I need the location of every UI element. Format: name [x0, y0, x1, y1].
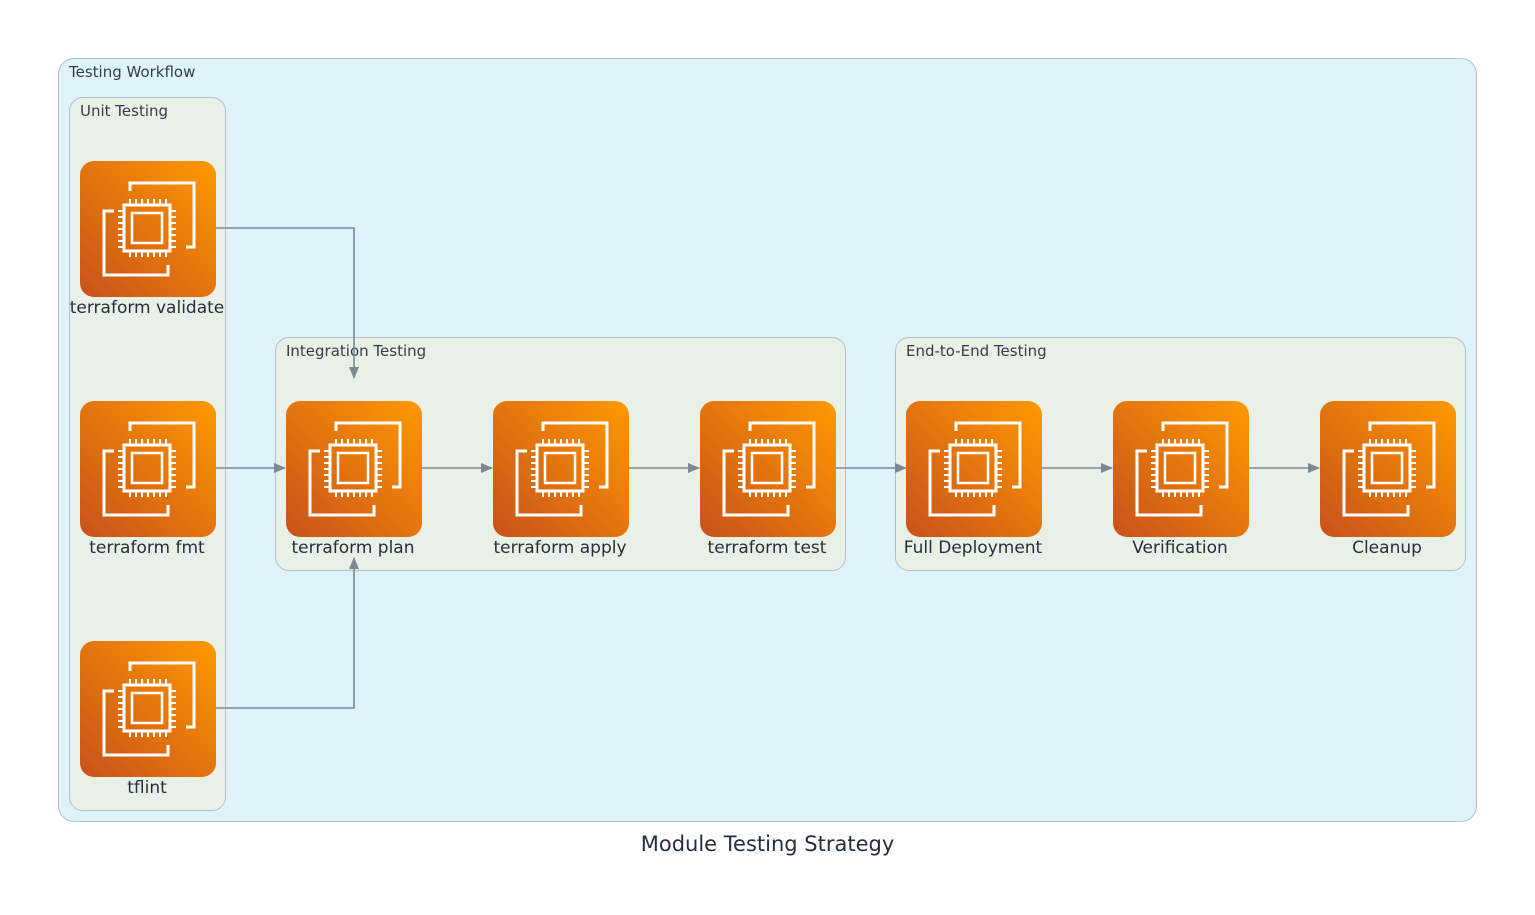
cluster-label-e2e-testing: End-to-End Testing [906, 342, 1047, 360]
node-label-terraform-validate: terraform validate [69, 298, 225, 318]
diagram-title: Module Testing Strategy [640, 832, 895, 856]
edge-validate-to-plan [214, 227, 359, 379]
node-terraform-test[interactable] [700, 401, 836, 537]
node-cleanup[interactable] [1320, 401, 1456, 537]
node-label-terraform-fmt: terraform fmt [89, 538, 205, 558]
node-full-deployment[interactable] [906, 401, 1042, 537]
node-label-cleanup: Cleanup [1352, 538, 1422, 558]
node-terraform-validate[interactable] [80, 161, 216, 297]
cluster-label-testing-workflow: Testing Workflow [69, 63, 196, 81]
node-label-full-deployment: Full Deployment [903, 538, 1043, 558]
edge-tflint-to-plan [214, 557, 359, 709]
node-terraform-fmt[interactable] [80, 401, 216, 537]
node-label-terraform-plan: terraform plan [291, 538, 415, 558]
node-terraform-plan[interactable] [286, 401, 422, 537]
node-terraform-apply[interactable] [493, 401, 629, 537]
node-label-verification: Verification [1132, 538, 1228, 558]
node-tflint[interactable] [80, 641, 216, 777]
node-label-terraform-apply: terraform apply [493, 538, 627, 558]
node-label-terraform-test: terraform test [707, 538, 827, 558]
cluster-label-unit-testing: Unit Testing [80, 102, 169, 120]
node-label-tflint: tflint [127, 778, 167, 798]
cluster-label-integration-testing: Integration Testing [286, 342, 427, 360]
node-verification[interactable] [1113, 401, 1249, 537]
